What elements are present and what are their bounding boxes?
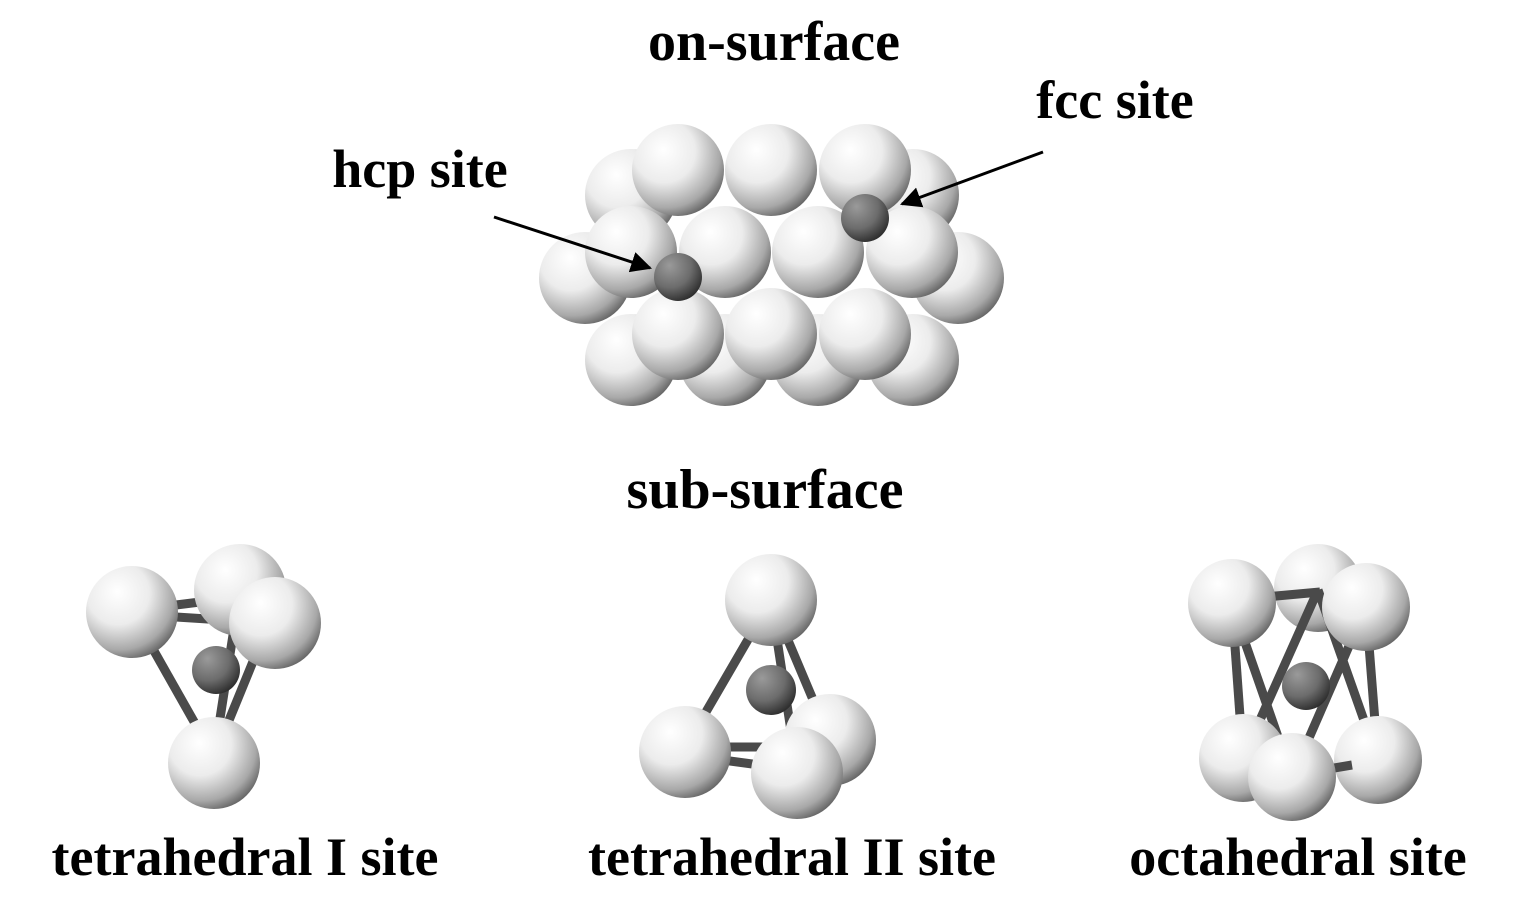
host-atom xyxy=(751,727,843,819)
top-layer xyxy=(585,124,958,380)
interstitial-atom xyxy=(1282,662,1330,710)
octahedral-site-label: octahedral site xyxy=(1129,827,1466,887)
host-atom xyxy=(1188,559,1276,647)
tetrahedral-i-site-label: tetrahedral I site xyxy=(52,827,439,887)
octahedral-cluster xyxy=(1188,544,1422,821)
host-atom xyxy=(725,288,817,380)
host-atom xyxy=(866,206,958,298)
on-surface-heading: on-surface xyxy=(648,11,900,73)
host-atom xyxy=(229,577,321,669)
host-atom xyxy=(1322,563,1410,651)
host-atom xyxy=(86,566,178,658)
host-atom xyxy=(1248,733,1336,821)
host-atom xyxy=(585,206,677,298)
hcp-site-label: hcp site xyxy=(332,139,508,199)
host-atom xyxy=(819,288,911,380)
fcc-site-label: fcc site xyxy=(1036,70,1193,130)
tetrahedral-ii-site-label: tetrahedral II site xyxy=(588,827,996,887)
fcc-adsorbate-atom xyxy=(841,194,889,242)
host-atom xyxy=(679,206,771,298)
host-atom xyxy=(632,124,724,216)
surface-slab xyxy=(539,124,1004,406)
hcp-arrow xyxy=(493,215,652,273)
host-atom xyxy=(639,706,731,798)
host-atom xyxy=(725,124,817,216)
host-atom xyxy=(819,124,911,216)
tetrahedral-i-cluster xyxy=(86,544,321,809)
tetrahedral-ii-cluster xyxy=(639,554,876,819)
hcp-adsorbate-atom xyxy=(654,253,702,301)
host-atom xyxy=(725,554,817,646)
sub-surface-heading: sub-surface xyxy=(627,459,904,521)
interstitial-atom xyxy=(192,646,240,694)
host-atom xyxy=(632,288,724,380)
host-atom xyxy=(168,717,260,809)
interstitial-atom xyxy=(746,665,796,715)
host-atom xyxy=(772,206,864,298)
fcc-arrow xyxy=(900,150,1044,208)
host-atom xyxy=(1334,716,1422,804)
